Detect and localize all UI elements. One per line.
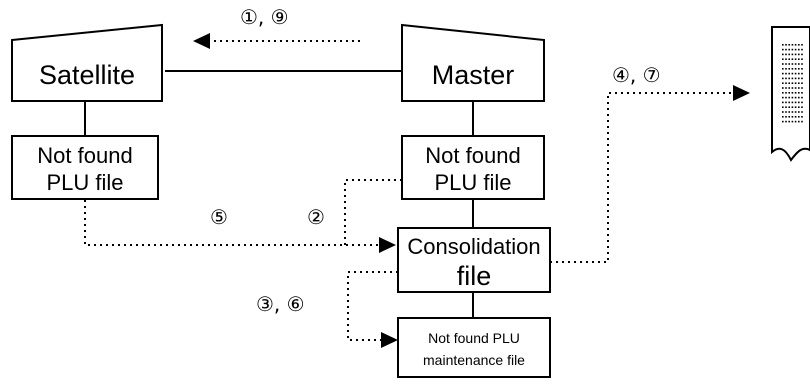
arrow-head-maintenance bbox=[381, 332, 398, 348]
arrow-head-printout bbox=[733, 85, 750, 101]
arrow-head-left bbox=[193, 33, 210, 49]
master-file-label-line2: PLU file bbox=[434, 170, 511, 195]
arrow-master-file-to-consolidation bbox=[344, 179, 402, 245]
master-file-label-line1: Not found bbox=[425, 143, 520, 168]
receipt-printout-icon bbox=[771, 26, 810, 162]
arrow-head-consolidation bbox=[379, 237, 396, 253]
satellite-file-label-line2: PLU file bbox=[46, 170, 123, 195]
arrow-consolidation-to-maintenance bbox=[347, 271, 398, 341]
not-found-plu-maintenance-file: Not found PLU maintenance file bbox=[397, 317, 551, 378]
arrow-satellite-file-to-consolidation bbox=[84, 200, 380, 246]
satellite-file-label-line1: Not found bbox=[37, 143, 132, 168]
step-label-4-7: ④, ⑦ bbox=[612, 63, 661, 87]
satellite-terminal: Satellite bbox=[11, 23, 163, 102]
step-label-1-9: ①, ⑨ bbox=[240, 5, 289, 29]
master-label: Master bbox=[432, 60, 515, 90]
consolidation-label-line2: file bbox=[457, 261, 492, 291]
step-label-3-6: ③, ⑥ bbox=[256, 292, 305, 316]
consolidation-file: Consolidation file bbox=[397, 227, 551, 293]
satellite-not-found-plu-file: Not found PLU file bbox=[11, 135, 159, 200]
satellite-label: Satellite bbox=[39, 60, 135, 90]
consolidation-label-line1: Consolidation bbox=[407, 234, 540, 259]
maintenance-label-line1: Not found PLU bbox=[428, 330, 520, 346]
step-label-2: ② bbox=[307, 205, 325, 229]
step-label-5: ⑤ bbox=[210, 205, 228, 229]
maintenance-label-line2: maintenance file bbox=[423, 352, 525, 368]
arrow-consolidation-to-printout bbox=[550, 92, 733, 263]
master-terminal: Master bbox=[401, 23, 545, 102]
master-not-found-plu-file: Not found PLU file bbox=[401, 135, 545, 200]
